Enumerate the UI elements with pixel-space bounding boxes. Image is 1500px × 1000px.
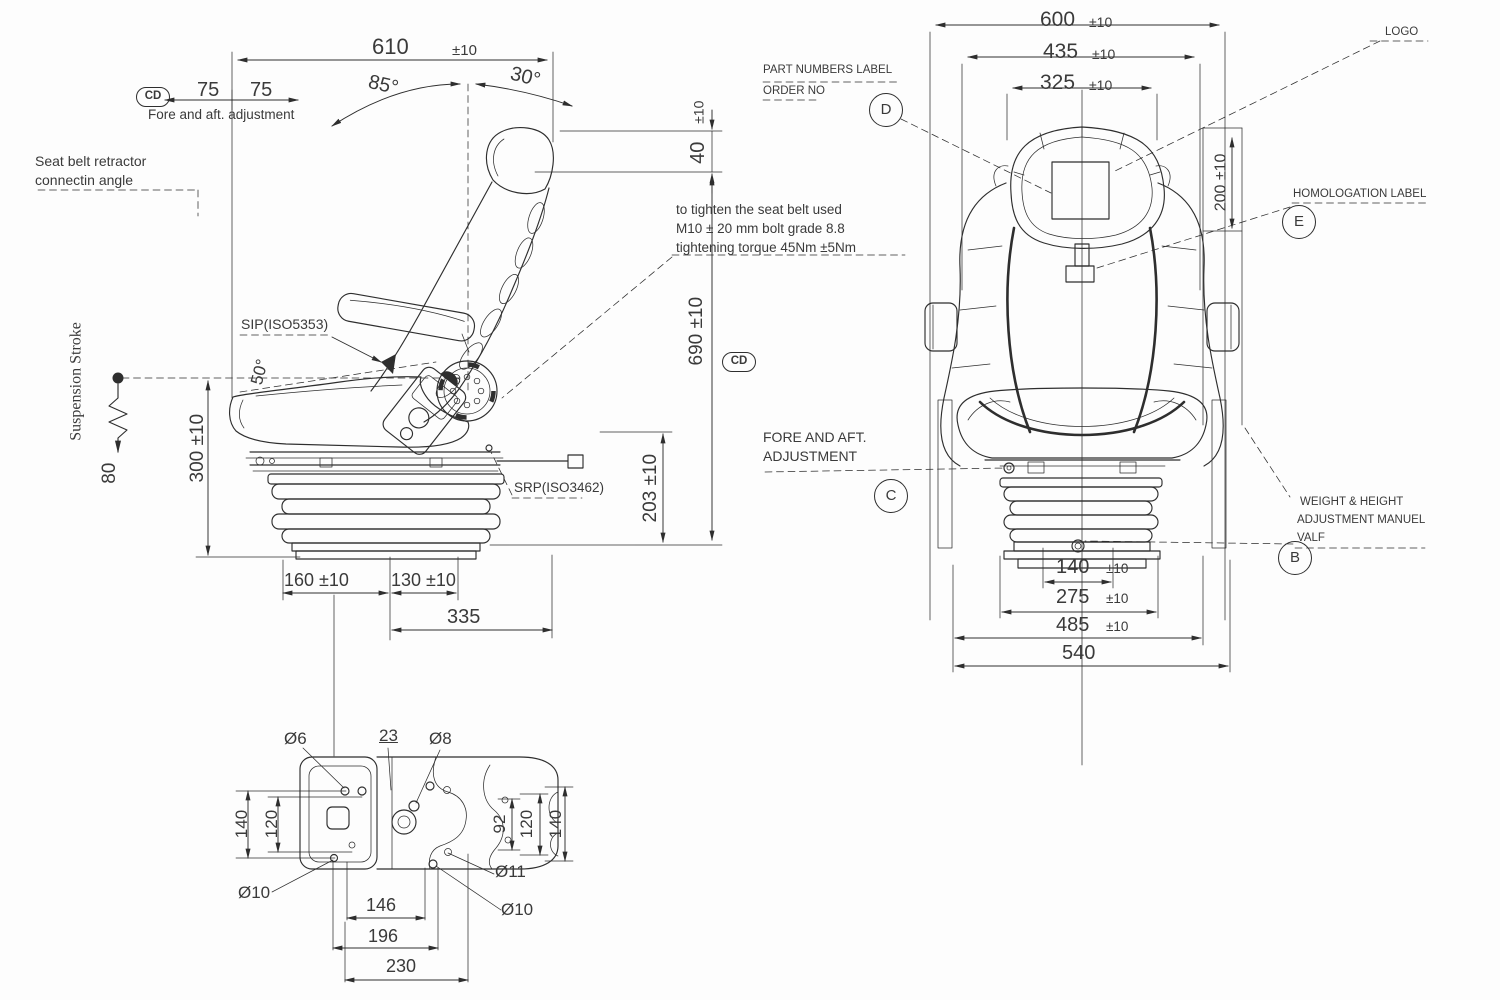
dim-140-left: 140 — [231, 809, 251, 839]
dim-140-front-tol: ±10 — [1106, 561, 1129, 576]
bolt-note-line1: to tighten the seat belt used — [676, 202, 842, 217]
dim-75-right: 75 — [250, 79, 273, 101]
dim-203: 203 ±10 — [639, 453, 661, 523]
logo-label: LOGO — [1385, 26, 1419, 38]
dim-140-front: 140 — [1056, 556, 1090, 578]
belt-note-line1: Seat belt retractor — [35, 153, 147, 169]
suspension-stroke-label: Suspension Stroke — [67, 322, 85, 441]
dim-92: 92 — [489, 814, 509, 834]
dim-300: 300 ±10 — [186, 413, 208, 483]
dim-485-tol: ±10 — [1106, 619, 1129, 634]
dim-120-right: 120 — [516, 809, 536, 839]
dim-485: 485 — [1056, 614, 1090, 636]
fore-aft-note: Fore and aft. adjustment — [148, 107, 295, 122]
bottom-view-drawing — [235, 747, 574, 983]
dim-610: 610 — [372, 34, 409, 59]
dim-200: 200 ±10 — [1212, 153, 1230, 212]
dim-600: 600 — [1040, 8, 1076, 31]
belt-note-line2: connectin angle — [35, 172, 134, 188]
datum-cd-right: CD — [722, 352, 756, 372]
bolt-note-line2: M10 ± 20 mm bolt grade 8.8 — [676, 221, 845, 236]
dim-435: 435 — [1043, 40, 1079, 63]
dim-196: 196 — [368, 926, 399, 946]
dim-335: 335 — [447, 606, 481, 628]
callout-d: D — [869, 93, 903, 127]
bolt-note-line3: tightening torque 45Nm ±5Nm — [676, 240, 857, 255]
dia-10-right: Ø10 — [501, 900, 534, 919]
datum-cd-top: CD — [136, 87, 170, 107]
weight-height-line3: VALF — [1297, 532, 1325, 544]
dim-540: 540 — [1062, 642, 1096, 664]
part-numbers-line1: PART NUMBERS LABEL — [763, 64, 893, 76]
dim-40: 40 — [687, 141, 710, 164]
dim-75-left: 75 — [197, 79, 220, 101]
dim-140-right: 140 — [545, 809, 565, 839]
homologation-label: HOMOLOGATION LABEL — [1293, 188, 1427, 200]
dim-80: 80 — [98, 462, 120, 484]
dim-275-tol: ±10 — [1106, 591, 1129, 606]
dim-610-tol: ±10 — [452, 42, 477, 59]
dim-435-tol: ±10 — [1092, 46, 1116, 62]
front-view-drawing — [762, 22, 1431, 766]
fore-aft-line2: ADJUSTMENT — [763, 448, 858, 464]
dim-160: 160 ±10 — [284, 570, 349, 590]
dia-11: Ø11 — [495, 862, 526, 881]
dim-23: 23 — [379, 726, 398, 745]
dim-325-tol: ±10 — [1089, 77, 1113, 93]
dim-120-left: 120 — [261, 809, 281, 839]
srp-label: SRP(ISO3462) — [514, 480, 605, 495]
fore-aft-line1: FORE AND AFT. — [763, 429, 867, 445]
dim-690: 690 ±10 — [685, 296, 707, 366]
dim-600-tol: ±10 — [1089, 14, 1113, 30]
sip-label: SIP(ISO5353) — [241, 316, 329, 332]
dim-40-tol: ±10 — [690, 100, 707, 124]
dim-325: 325 — [1040, 71, 1076, 94]
dim-275: 275 — [1056, 586, 1090, 608]
weight-height-line1: WEIGHT & HEIGHT — [1300, 496, 1404, 508]
dim-146: 146 — [366, 895, 397, 915]
dim-130: 130 ±10 — [391, 570, 456, 590]
dia-10-left: Ø10 — [238, 883, 271, 902]
callout-e: E — [1282, 205, 1316, 239]
callout-b: B — [1278, 541, 1312, 575]
side-view-drawing — [37, 51, 906, 757]
callout-c: C — [874, 479, 908, 513]
dia-8: Ø8 — [429, 729, 452, 748]
weight-height-line2: ADJUSTMENT MANUEL — [1297, 514, 1426, 526]
part-numbers-line2: ORDER NO — [763, 85, 825, 97]
dia-6: Ø6 — [284, 729, 307, 748]
dim-230: 230 — [386, 956, 417, 976]
